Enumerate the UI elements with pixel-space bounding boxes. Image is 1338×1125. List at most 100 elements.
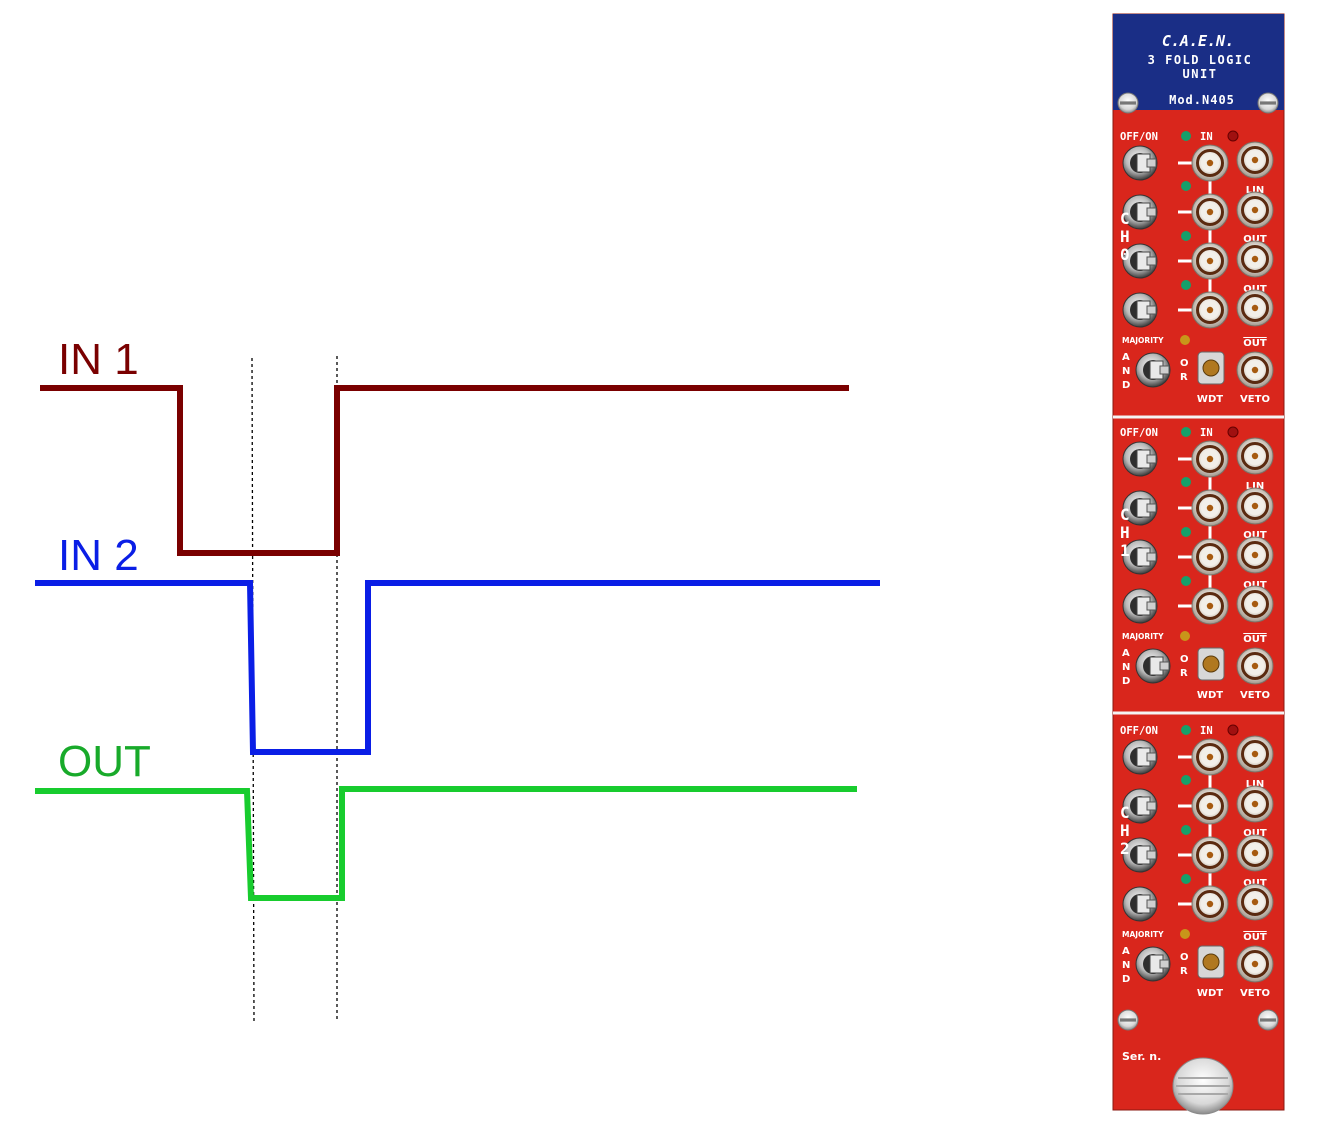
or-letter: R <box>1180 966 1188 977</box>
and-letter: D <box>1122 380 1130 391</box>
wdt-trimmer-icon[interactable] <box>1197 945 1225 979</box>
channel-letter: 2 <box>1120 839 1130 858</box>
majority-label: MAJORITY <box>1122 336 1164 345</box>
bnc-connector-icon[interactable] <box>1235 239 1275 279</box>
bnc-connector-icon[interactable] <box>1190 835 1230 875</box>
brand-logo-text: C.A.E.N. <box>1162 32 1234 50</box>
channel-letter: H <box>1120 523 1130 542</box>
off-on-label: OFF/ON <box>1120 131 1158 143</box>
toggle-switch-icon[interactable] <box>1122 739 1158 775</box>
wdt-label: WDT <box>1197 690 1223 701</box>
in-label: IN <box>1200 725 1213 737</box>
signal-trace-out <box>35 786 857 901</box>
channel-letter: H <box>1120 821 1130 840</box>
status-led <box>1181 825 1191 835</box>
bnc-connector-icon[interactable] <box>1235 288 1275 328</box>
bnc-connector-icon[interactable] <box>1190 488 1230 528</box>
wdt-label: WDT <box>1197 394 1223 405</box>
wdt-trimmer-icon[interactable] <box>1197 351 1225 385</box>
bnc-connector-icon[interactable] <box>1235 734 1275 774</box>
status-led <box>1181 527 1191 537</box>
bnc-connector-icon[interactable] <box>1235 784 1275 824</box>
status-led <box>1181 280 1191 290</box>
out-label: OUT <box>1243 878 1267 889</box>
out-bar-label: OUT <box>1243 338 1267 349</box>
out-label: OUT <box>1243 580 1267 591</box>
bnc-connector-icon[interactable] <box>1190 290 1230 330</box>
in-label: IN <box>1200 427 1213 439</box>
and-letter: A <box>1122 352 1130 363</box>
lin-label: LIN <box>1246 481 1264 492</box>
screw-icon <box>1117 92 1139 114</box>
in-label: IN <box>1200 131 1213 143</box>
out-bar-label: OUT <box>1243 932 1267 943</box>
bnc-connector-icon[interactable] <box>1190 884 1230 924</box>
bnc-connector-icon[interactable] <box>1235 584 1275 624</box>
mounting-knob-icon[interactable] <box>1172 1057 1234 1115</box>
and-or-switch-icon[interactable] <box>1135 352 1171 388</box>
serial-label: Ser. n. <box>1122 1050 1161 1063</box>
channel-letter: C <box>1120 803 1130 822</box>
channel-letter: H <box>1120 227 1130 246</box>
channel-section-2: OFF/ON IN LIN OUT OUT OUT C <box>1120 724 1275 999</box>
signal-label-in1: IN 1 <box>58 335 139 384</box>
and-letter: A <box>1122 946 1130 957</box>
toggle-switch-icon[interactable] <box>1122 588 1158 624</box>
veto-label: VETO <box>1240 394 1270 405</box>
signal-label-out: OUT <box>58 737 151 786</box>
and-letter: A <box>1122 648 1130 659</box>
bnc-connector-icon[interactable] <box>1235 436 1275 476</box>
bnc-connector-icon[interactable] <box>1190 786 1230 826</box>
caen-n405-module: C.A.E.N. 3 FOLD LOGIC UNIT Mod.N405 OFF/… <box>1112 13 1285 1115</box>
wdt-label: WDT <box>1197 988 1223 999</box>
bnc-connector-icon[interactable] <box>1190 737 1230 777</box>
signal-trace-in1 <box>40 385 849 556</box>
input-led <box>1227 724 1239 736</box>
status-led <box>1181 576 1191 586</box>
toggle-switch-icon[interactable] <box>1122 441 1158 477</box>
and-letter: D <box>1122 676 1130 687</box>
out-label: OUT <box>1243 234 1267 245</box>
bnc-connector-icon[interactable] <box>1235 535 1275 575</box>
and-letter: D <box>1122 974 1130 985</box>
bnc-connector-icon[interactable] <box>1190 439 1230 479</box>
toggle-switch-icon[interactable] <box>1122 886 1158 922</box>
or-letter: O <box>1180 654 1189 665</box>
bnc-connector-icon[interactable] <box>1235 350 1275 390</box>
majority-label: MAJORITY <box>1122 930 1164 939</box>
or-letter: R <box>1180 372 1188 383</box>
bnc-connector-icon[interactable] <box>1235 486 1275 526</box>
bnc-connector-icon[interactable] <box>1235 190 1275 230</box>
bnc-connector-icon[interactable] <box>1190 143 1230 183</box>
or-letter: O <box>1180 952 1189 963</box>
and-letter: N <box>1122 662 1130 673</box>
majority-led <box>1180 335 1190 345</box>
and-or-switch-icon[interactable] <box>1135 946 1171 982</box>
bnc-connector-icon[interactable] <box>1235 944 1275 984</box>
out-bar-label: OUT <box>1243 634 1267 645</box>
out-label: OUT <box>1243 284 1267 295</box>
status-led <box>1181 181 1191 191</box>
bnc-connector-icon[interactable] <box>1190 537 1230 577</box>
channel-letter: C <box>1120 505 1130 524</box>
or-letter: R <box>1180 668 1188 679</box>
module-title-line2: UNIT <box>1183 67 1218 81</box>
and-or-switch-icon[interactable] <box>1135 648 1171 684</box>
wdt-trimmer-icon[interactable] <box>1197 647 1225 681</box>
off-on-label: OFF/ON <box>1120 427 1158 439</box>
veto-label: VETO <box>1240 690 1270 701</box>
bnc-connector-icon[interactable] <box>1235 140 1275 180</box>
status-led <box>1181 231 1191 241</box>
veto-label: VETO <box>1240 988 1270 999</box>
bnc-connector-icon[interactable] <box>1235 833 1275 873</box>
bnc-connector-icon[interactable] <box>1235 646 1275 686</box>
toggle-switch-icon[interactable] <box>1122 145 1158 181</box>
bnc-connector-icon[interactable] <box>1190 241 1230 281</box>
bnc-connector-icon[interactable] <box>1235 882 1275 922</box>
bnc-connector-icon[interactable] <box>1190 586 1230 626</box>
bnc-connector-icon[interactable] <box>1190 192 1230 232</box>
toggle-switch-icon[interactable] <box>1122 292 1158 328</box>
input-led <box>1227 130 1239 142</box>
and-letter: N <box>1122 960 1130 971</box>
